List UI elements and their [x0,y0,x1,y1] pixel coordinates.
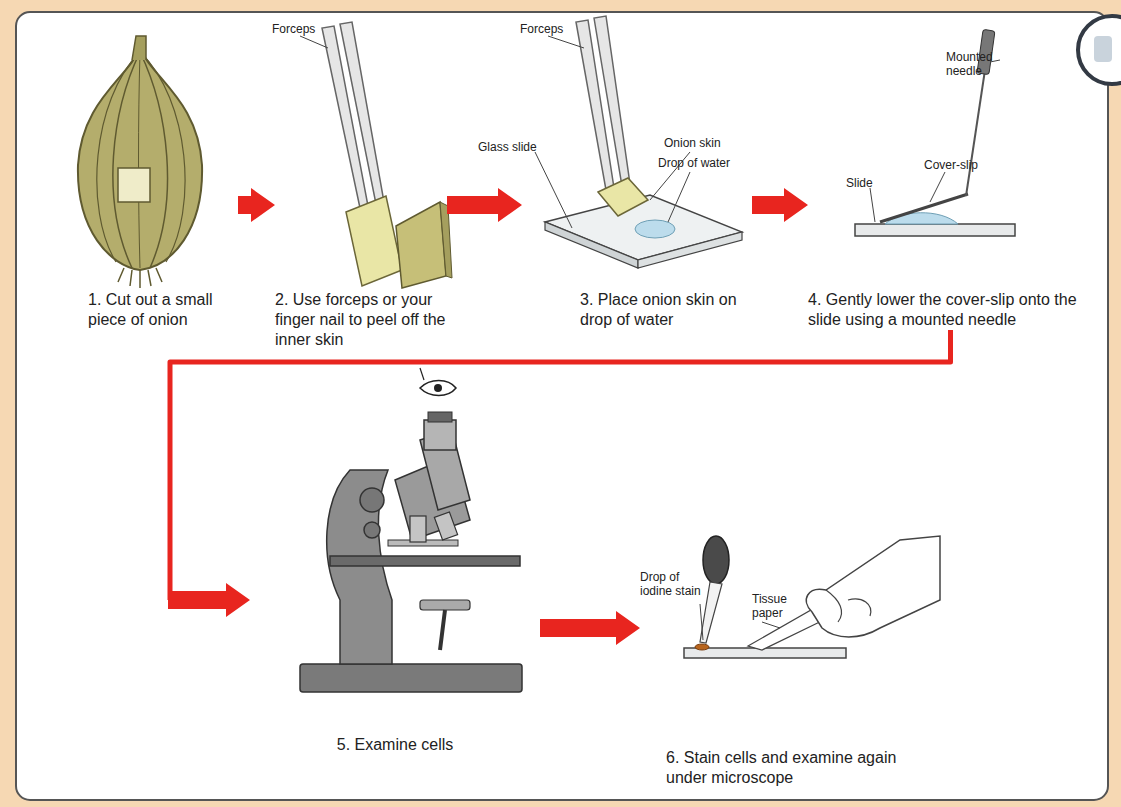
onion-drawing [78,36,202,288]
step-panel: 2. Use forceps or your finger nail to pe… [275,40,447,350]
step-arrow [752,188,808,222]
step-caption: 1. Cut out a small piece of onion [88,290,238,330]
forceps-peeling [322,22,452,288]
leader-lines [300,36,780,640]
step-caption: 5. Examine cells [250,735,540,755]
step-arrow [168,330,951,617]
part-label: Cover-slip [924,158,978,172]
cover-slip-lowering [855,29,1015,236]
step-caption: 3. Place onion skin on drop of water [580,290,752,330]
panel [16,12,1108,800]
part-label: Forceps [272,22,315,36]
part-label: Drop of iodine stain [640,570,712,598]
corner-icon [1094,36,1112,62]
step-caption: 4. Gently lower the cover-slip onto the … [808,290,1093,330]
part-label: Tissue paper [752,592,800,620]
part-label: Slide [846,176,873,190]
staining-setup [684,536,940,658]
part-label: Onion skin [664,136,721,150]
part-label: Forceps [520,22,563,36]
part-label: Drop of water [658,156,730,170]
glass-slide-top [535,16,742,268]
part-label: Mounted needle [946,50,1006,78]
corner-badge [1078,16,1121,84]
step-arrow [447,188,522,222]
step-panel: 5. Examine cells [250,405,540,755]
part-label: Glass slide [478,140,537,154]
step-caption: 6. Stain cells and examine again under m… [666,748,910,788]
step-panel: 3. Place onion skin on drop of water [522,40,752,330]
step-arrow [238,188,275,222]
step-caption: 2. Use forceps or your finger nail to pe… [275,290,447,350]
step-arrow [540,611,640,645]
step-panel: 1. Cut out a small piece of onion [88,40,238,330]
microscope [300,368,522,692]
step-panel: 6. Stain cells and examine again under m… [640,530,910,788]
